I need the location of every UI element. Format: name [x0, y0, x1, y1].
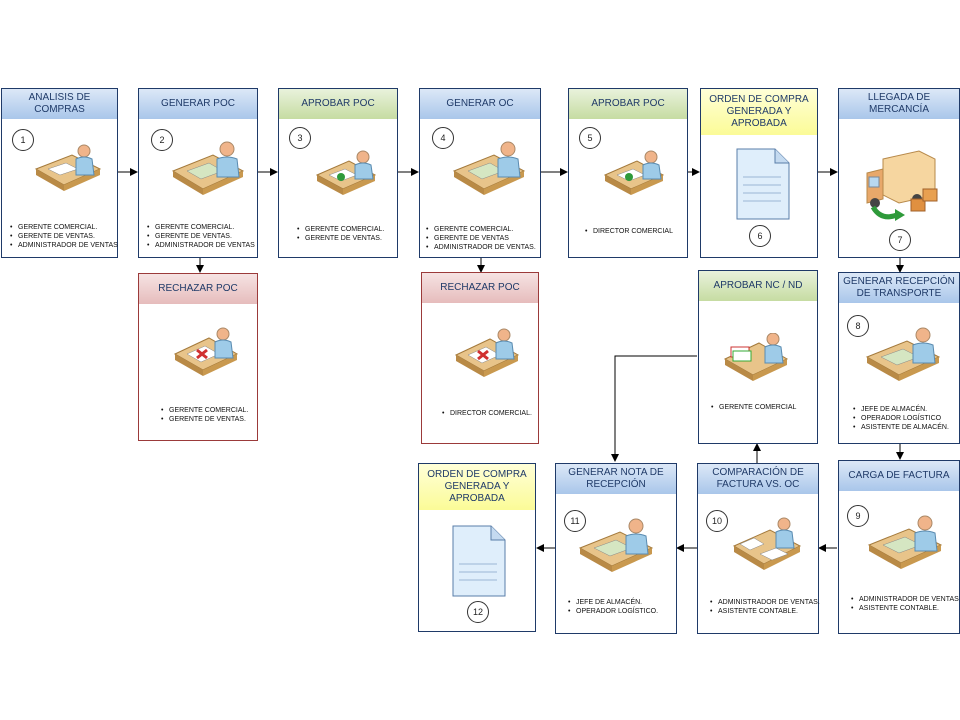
role-list: DIRECTOR COMERCIAL: [583, 227, 673, 236]
step-rechazar-poc-1: RECHAZAR POC GERENTE COMERCIAL. GERENTE …: [138, 273, 258, 441]
worker-at-desk-icon: [578, 518, 654, 572]
role-list: JEFE DE ALMACÉN. OPERADOR LOGÍSTICO ASIS…: [851, 405, 949, 432]
step-number: 8: [847, 315, 869, 337]
step-title: GENERAR POC: [139, 89, 257, 119]
arrow-nc-11: [611, 355, 697, 462]
step-title: ANALISIS DE COMPRAS: [2, 89, 117, 119]
document-icon: [736, 148, 790, 220]
role-item: GERENTE DE VENTAS.: [161, 415, 248, 424]
role-item: GERENTE COMERCIAL.: [426, 225, 536, 234]
worker-at-desk-icon: [723, 333, 789, 381]
step-title: GENERAR NOTA DE RECEPCIÓN: [556, 464, 676, 494]
role-item: OPERADOR LOGÍSTICO.: [568, 607, 658, 616]
role-item: DIRECTOR COMERCIAL.: [442, 409, 532, 418]
worker-approving-icon: [603, 150, 665, 195]
role-item: GERENTE DE VENTAS: [426, 234, 536, 243]
step-title: RECHAZAR POC: [422, 273, 538, 303]
step-orden-compra-1: ORDEN DE COMPRA GENERADA Y APROBADA 6: [700, 88, 818, 258]
worker-approving-icon: [315, 150, 377, 195]
role-item: ADMINISTRADOR DE VENTAS.: [710, 598, 820, 607]
step-number: 6: [749, 225, 771, 247]
role-item: GERENTE COMERCIAL.: [297, 225, 384, 234]
worker-rejecting-icon: [454, 328, 520, 377]
role-list: GERENTE COMERCIAL. GERENTE DE VENTAS.: [159, 406, 248, 424]
step-title: COMPARACIÓN DE FACTURA VS. OC: [698, 464, 818, 494]
step-title: CARGA DE FACTURA: [839, 461, 959, 491]
role-list: ADMINISTRADOR DE VENTAS ASISTENTE CONTAB…: [849, 595, 959, 613]
role-list: GERENTE COMERCIAL. GERENTE DE VENTAS. AD…: [145, 223, 255, 250]
step-number: 1: [12, 129, 34, 151]
step-number: 9: [847, 505, 869, 527]
role-list: ADMINISTRADOR DE VENTAS. ASISTENTE CONTA…: [708, 598, 820, 616]
role-item: ADMINISTRADOR DE VENTAS.: [426, 243, 536, 252]
step-recepcion-transporte: GENERAR RECEPCIÓN DE TRANSPORTE 8 JEFE D…: [838, 272, 960, 444]
role-list: GERENTE COMERCIAL. GERENTE DE VENTAS. AD…: [8, 223, 118, 250]
step-number: 2: [151, 129, 173, 151]
role-list: GERENTE COMERCIAL. GERENTE DE VENTAS.: [295, 225, 384, 243]
role-item: ASISTENTE CONTABLE.: [710, 607, 820, 616]
step-number: 11: [564, 510, 586, 532]
role-list: GERENTE COMERCIAL. GERENTE DE VENTAS ADM…: [424, 225, 536, 252]
step-title: ORDEN DE COMPRA GENERADA Y APROBADA: [701, 89, 817, 135]
step-number: 7: [889, 229, 911, 251]
step-title: APROBAR POC: [569, 89, 687, 119]
step-title: LLEGADA DE MERCANCÍA: [839, 89, 959, 119]
worker-at-desk-icon: [865, 327, 941, 381]
role-list: GERENTE COMERCIAL: [709, 403, 796, 412]
step-generar-poc: GENERAR POC 2 GERENTE COMERCIAL. GERENTE…: [138, 88, 258, 258]
role-list: JEFE DE ALMACÉN. OPERADOR LOGÍSTICO.: [566, 598, 658, 616]
role-item: GERENTE COMERCIAL: [711, 403, 796, 412]
role-item: GERENTE COMERCIAL.: [147, 223, 255, 232]
step-number: 5: [579, 127, 601, 149]
role-item: JEFE DE ALMACÉN.: [853, 405, 949, 414]
role-item: ASISTENTE DE ALMACÉN.: [853, 423, 949, 432]
step-aprobar-poc-1: APROBAR POC 3 GERENTE COMERCIAL. GERENTE…: [278, 88, 398, 258]
step-number: 4: [432, 127, 454, 149]
worker-at-desk-icon: [732, 517, 802, 570]
worker-at-desk-icon: [34, 144, 102, 191]
role-item: GERENTE COMERCIAL.: [161, 406, 248, 415]
role-item: GERENTE COMERCIAL.: [10, 223, 118, 232]
step-number: 12: [467, 601, 489, 623]
step-rechazar-poc-2: RECHAZAR POC DIRECTOR COMERCIAL.: [421, 272, 539, 444]
delivery-truck-icon: [866, 150, 938, 221]
step-llegada-mercancia: LLEGADA DE MERCANCÍA 7: [838, 88, 960, 258]
step-analisis-compras: ANALISIS DE COMPRAS 1 GERENTE COMERCIAL.…: [1, 88, 118, 258]
step-title: RECHAZAR POC: [139, 274, 257, 304]
step-title: GENERAR RECEPCIÓN DE TRANSPORTE: [839, 273, 959, 303]
step-number: 10: [706, 510, 728, 532]
step-title: GENERAR OC: [420, 89, 540, 119]
worker-at-desk-icon: [171, 141, 245, 195]
step-comparacion-factura: COMPARACIÓN DE FACTURA VS. OC 10 ADMINIS…: [697, 463, 820, 634]
role-item: OPERADOR LOGÍSTICO: [853, 414, 949, 423]
step-generar-oc: GENERAR OC 4 GERENTE COMERCIAL. GERENTE …: [419, 88, 541, 258]
role-item: GERENTE DE VENTAS.: [10, 232, 118, 241]
role-item: GERENTE DE VENTAS.: [297, 234, 384, 243]
step-orden-compra-2: ORDEN DE COMPRA GENERADA Y APROBADA 12: [418, 463, 536, 632]
role-list: DIRECTOR COMERCIAL.: [440, 409, 532, 418]
step-aprobar-poc-2: APROBAR POC 5 DIRECTOR COMERCIAL: [568, 88, 688, 258]
role-item: ADMINISTRADOR DE VENTAS: [147, 241, 255, 250]
role-item: ADMINISTRADOR DE VENTAS: [10, 241, 118, 250]
role-item: ADMINISTRADOR DE VENTAS: [851, 595, 959, 604]
step-title: APROBAR NC / ND: [699, 271, 817, 301]
worker-at-desk-icon: [452, 141, 526, 195]
role-item: ASISTENTE CONTABLE.: [851, 604, 959, 613]
role-item: GERENTE DE VENTAS.: [147, 232, 255, 241]
role-item: JEFE DE ALMACÉN.: [568, 598, 658, 607]
step-aprobar-nc-nd: APROBAR NC / ND GERENTE COMERCIAL: [698, 270, 818, 444]
role-item: DIRECTOR COMERCIAL: [585, 227, 673, 236]
step-nota-recepcion: GENERAR NOTA DE RECEPCIÓN 11 JEFE DE ALM…: [555, 463, 677, 634]
step-carga-factura: CARGA DE FACTURA 9 ADMINISTRADOR DE VENT…: [838, 460, 960, 634]
step-number: 3: [289, 127, 311, 149]
worker-at-desk-icon: [867, 515, 943, 569]
worker-rejecting-icon: [173, 327, 239, 376]
step-title: APROBAR POC: [279, 89, 397, 119]
step-title: ORDEN DE COMPRA GENERADA Y APROBADA: [419, 464, 535, 510]
document-icon: [452, 525, 506, 597]
